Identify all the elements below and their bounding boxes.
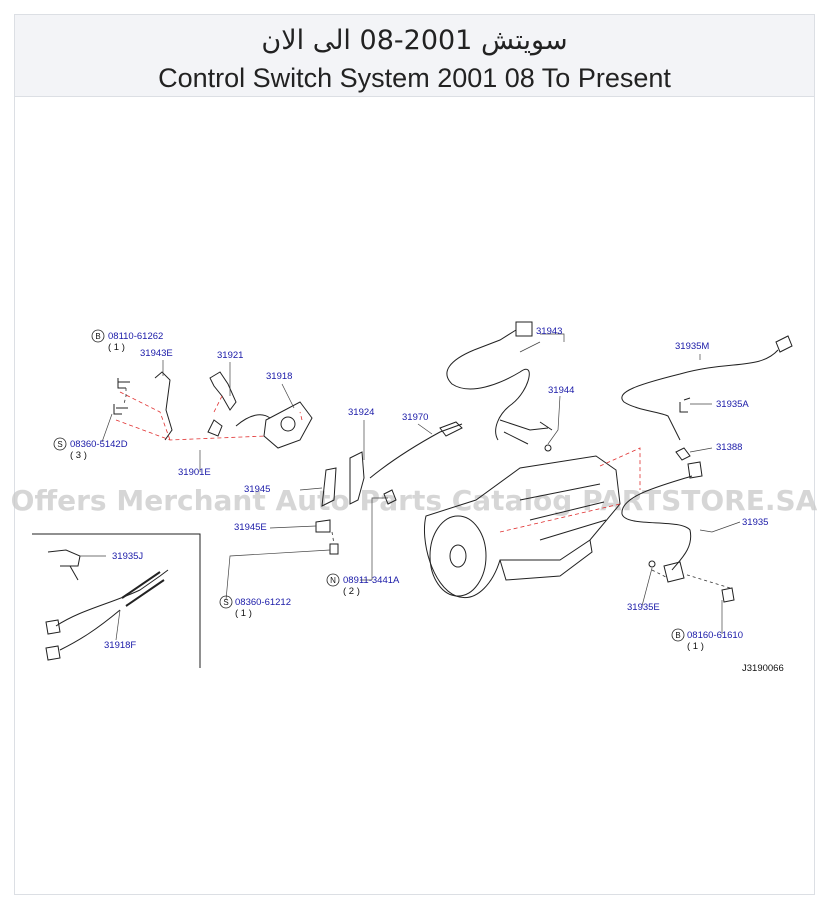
clip-31935J <box>47 549 81 567</box>
inset-border <box>32 533 201 668</box>
seal-31388 <box>675 447 691 461</box>
harness-31935 <box>621 475 693 571</box>
cable-31970 <box>369 423 463 479</box>
clip-31935J-tail <box>69 565 79 581</box>
sensor-31935 <box>663 561 685 583</box>
part-qty-08160: ( 1 ) <box>687 641 704 652</box>
harness-31943 <box>446 349 530 441</box>
part-qty-08360-61212: ( 1 ) <box>235 608 252 619</box>
part-label-31935[interactable]: 31935 <box>742 517 768 528</box>
prefix-mark-s: S <box>223 598 228 607</box>
ring-31944 <box>544 444 552 452</box>
part-label-31921[interactable]: 31921 <box>217 350 243 361</box>
part-label-31935A[interactable]: 31935A <box>716 399 749 410</box>
cable-31970-end <box>439 421 463 437</box>
bolt-08360-61212 <box>329 543 339 555</box>
watermark-text: Offers Merchant Auto Parts Catalog PARTS… <box>11 484 818 517</box>
bolt-31935A <box>679 397 691 413</box>
transmission-case <box>424 455 621 599</box>
part-label-08110-61262[interactable]: 08110-61262 <box>108 331 163 342</box>
transmission-ribs <box>519 483 607 541</box>
plate-31945E <box>315 519 331 533</box>
harness-31943-branches <box>499 419 553 445</box>
page-header: سويتش 2001-08 الى الان Control Switch Sy… <box>15 15 814 97</box>
part-label-31901E[interactable]: 31901E <box>178 467 211 478</box>
harness-31918 <box>235 414 271 427</box>
part-label-31944[interactable]: 31944 <box>548 385 574 396</box>
part-qty-08110: ( 1 ) <box>108 342 125 353</box>
connector-31935 <box>687 461 703 479</box>
harness-31918F <box>55 569 169 627</box>
part-label-31945[interactable]: 31945 <box>244 484 270 495</box>
assembly-leaders <box>115 391 641 533</box>
bolt-08360-5142D <box>113 404 128 415</box>
page-title-arabic: سويتش 2001-08 الى الان <box>261 25 568 56</box>
part-label-31943E[interactable]: 31943E <box>140 348 173 359</box>
part-label-08360-5142D[interactable]: 08360-5142D <box>70 439 128 450</box>
prefix-mark-b: B <box>95 332 100 341</box>
torque-converter <box>429 515 487 597</box>
connector-31935M <box>775 335 793 353</box>
prefix-circle-s-1 <box>53 437 67 451</box>
part-qty-08360-5142D: ( 3 ) <box>70 450 87 461</box>
prefix-circle-b-2 <box>671 628 685 642</box>
harness-31918F-branch <box>59 609 121 651</box>
part-label-31924[interactable]: 31924 <box>348 407 374 418</box>
prefix-mark-n: N <box>330 576 336 585</box>
nut-08911 <box>383 489 397 505</box>
connector-31921 <box>207 419 223 437</box>
torque-converter-hub <box>449 544 467 568</box>
harness-31918F-conduit <box>121 571 165 607</box>
part-label-08911-3441A[interactable]: 08911-3441A <box>343 575 400 586</box>
bracket-31943E <box>154 371 173 441</box>
page-title-english: Control Switch System 2001 08 To Present <box>158 63 671 93</box>
prefix-mark-b: B <box>675 631 680 640</box>
part-label-31918F[interactable]: 31918F <box>104 640 136 651</box>
connector-31943 <box>473 321 533 351</box>
prefix-circle-n-1 <box>326 573 340 587</box>
part-label-08360-61212[interactable]: 08360-61212 <box>235 597 291 608</box>
connector-31918F-b <box>45 645 61 661</box>
prefix-circle-s-2 <box>219 595 233 609</box>
connector-31918F-a <box>45 619 61 635</box>
part-label-31943[interactable]: 31943 <box>536 326 562 337</box>
plate-31945 <box>321 467 337 507</box>
plate-31924 <box>349 451 365 505</box>
harness-31935M <box>621 349 779 441</box>
diagram-code: J3190066 <box>742 663 784 674</box>
callout-leaders <box>80 333 741 641</box>
part-label-31935E[interactable]: 31935E <box>627 602 660 613</box>
part-leaders <box>123 388 731 589</box>
lever-31921 <box>209 371 237 411</box>
part-label-31935M[interactable]: 31935M <box>675 341 709 352</box>
oring-31935E <box>648 560 656 568</box>
part-label-31918[interactable]: 31918 <box>266 371 292 382</box>
part-label-31945E[interactable]: 31945E <box>234 522 267 533</box>
prefix-mark-s: S <box>57 440 62 449</box>
part-label-31388[interactable]: 31388 <box>716 442 742 453</box>
part-label-31935J[interactable]: 31935J <box>112 551 143 562</box>
part-label-08160-61610[interactable]: 08160-61610 <box>687 630 743 641</box>
bolt-08160 <box>721 587 735 603</box>
part-label-31970[interactable]: 31970 <box>402 412 428 423</box>
diagram-frame: سويتش 2001-08 الى الان Control Switch Sy… <box>14 14 815 895</box>
switch-31918 <box>263 401 313 449</box>
prefix-circle-b-1 <box>91 329 105 343</box>
part-qty-08911: ( 2 ) <box>343 586 360 597</box>
bolt-08110 <box>117 378 130 389</box>
switch-31918-hub <box>280 416 296 432</box>
oil-pan <box>499 539 593 581</box>
